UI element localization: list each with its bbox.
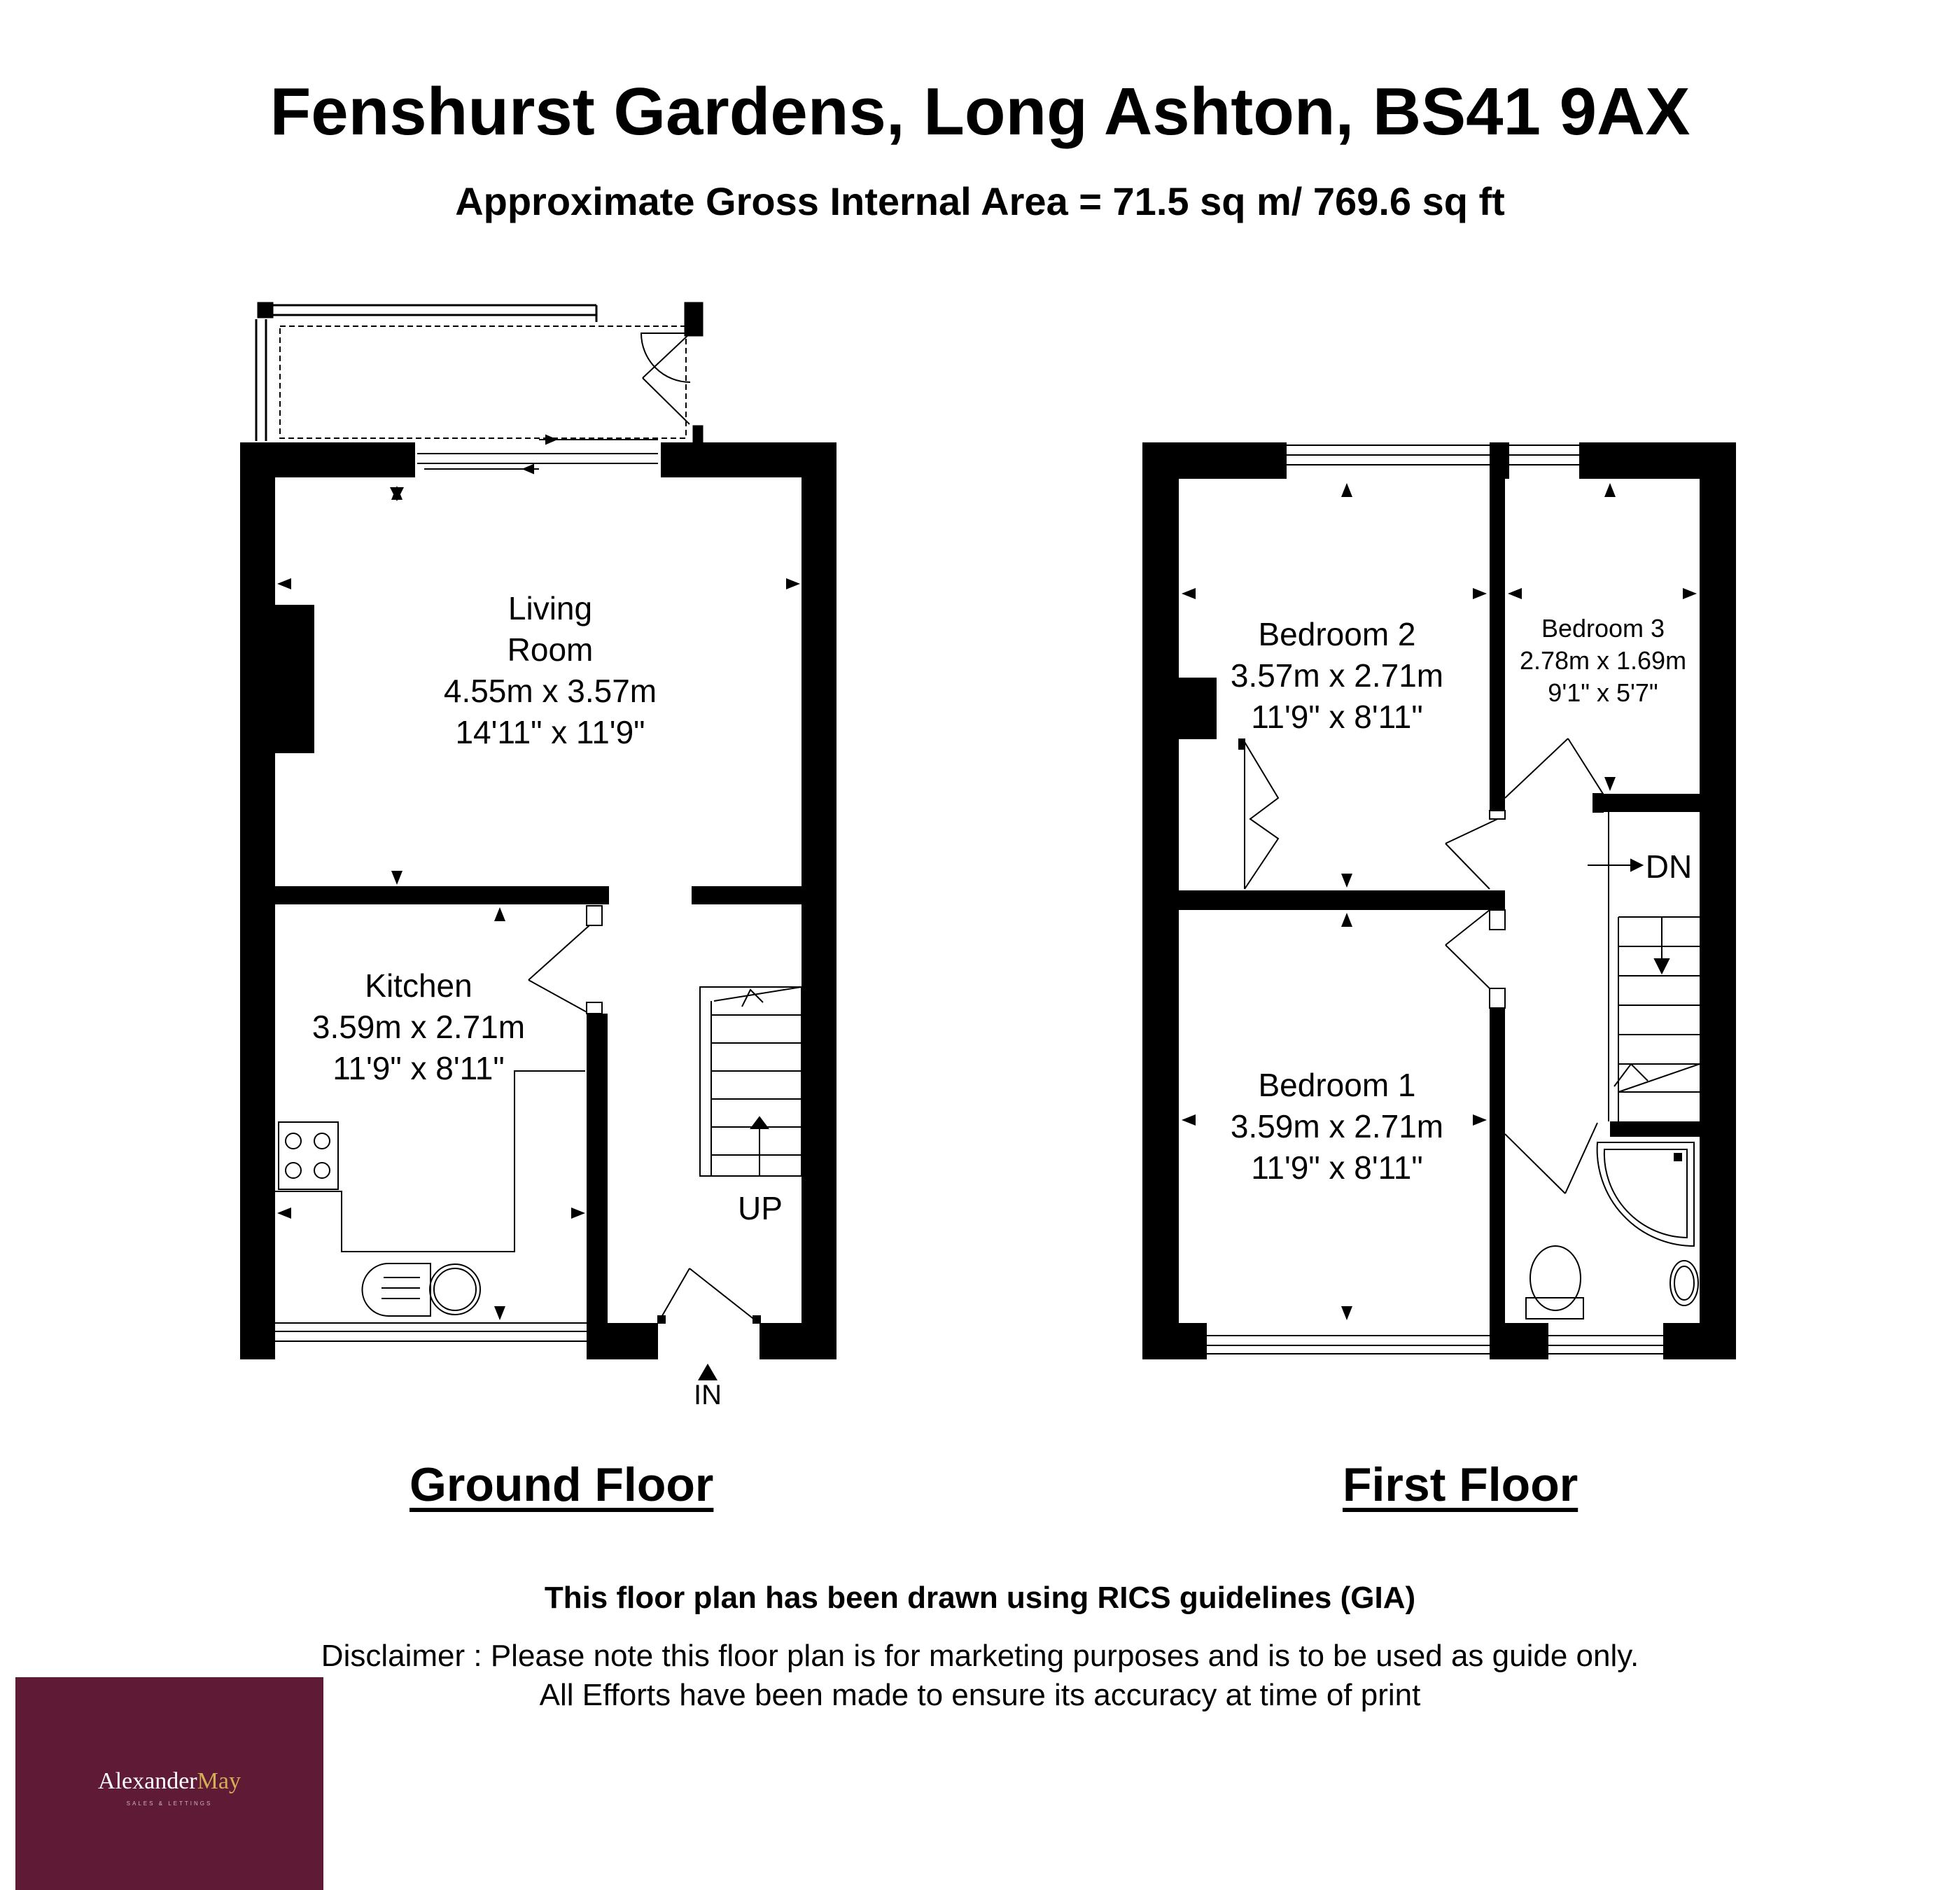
logo-text-main: Alexander	[98, 1768, 197, 1794]
stairs-down-label: DN	[1646, 848, 1692, 885]
bedroom3-name: Bedroom 3	[1541, 614, 1665, 643]
agency-logo: AlexanderMay SALES & LETTINGS	[15, 1677, 323, 1890]
gross-area-subtitle: Approximate Gross Internal Area = 71.5 s…	[455, 179, 1505, 223]
ground-floor-walls	[240, 442, 836, 1359]
disclaimer-line1: Disclaimer : Please note this floor plan…	[321, 1639, 1639, 1673]
ground-floor-doors	[528, 905, 761, 1324]
logo-wordmark: AlexanderMay	[15, 1768, 323, 1795]
first-floor-windows	[1207, 444, 1663, 1354]
living-room-imperial: 14'11" x 11'9"	[455, 714, 645, 750]
bedroom2-metric: 3.57m x 2.71m	[1231, 657, 1443, 694]
living-room-name-line2: Room	[507, 631, 594, 668]
kitchen-imperial: 11'9" x 8'11"	[332, 1050, 504, 1086]
bedroom1-imperial: 11'9" x 8'11"	[1251, 1149, 1422, 1186]
disclaimer: Disclaimer : Please note this floor plan…	[0, 1637, 1960, 1715]
ground-floor-windows	[275, 434, 658, 1342]
first-floor-walls	[1142, 442, 1736, 1359]
ground-floor-stairs	[699, 986, 802, 1177]
logo-tagline: SALES & LETTINGS	[126, 1800, 213, 1807]
bedroom2-name: Bedroom 2	[1258, 616, 1415, 652]
living-room-name-line1: Living	[508, 590, 592, 626]
porch-structure	[255, 302, 704, 443]
bedroom1-name: Bedroom 1	[1258, 1067, 1415, 1103]
rics-guidelines-note: This floor plan has been drawn using RIC…	[544, 1581, 1416, 1615]
first-floor-label: First Floor	[1343, 1458, 1578, 1511]
stairs-up-label: UP	[738, 1190, 783, 1226]
ground-floor-label: Ground Floor	[410, 1458, 714, 1511]
ground-floor-plan	[240, 302, 836, 1380]
bedroom3-metric: 2.78m x 1.69m	[1520, 646, 1686, 675]
disclaimer-line2: All Efforts have been made to ensure its…	[539, 1678, 1421, 1712]
kitchen-metric: 3.59m x 2.71m	[312, 1009, 525, 1045]
kitchen-fittings	[275, 1070, 585, 1317]
bedroom3-imperial: 9'1" x 5'7"	[1548, 678, 1658, 707]
first-floor-dimension-marks	[1182, 483, 1697, 1320]
bedroom2-imperial: 11'9" x 8'11"	[1251, 699, 1422, 735]
entrance-label: IN	[694, 1380, 722, 1410]
bedroom1-metric: 3.59m x 2.71m	[1231, 1108, 1443, 1144]
page-title: Fenshurst Gardens, Long Ashton, BS41 9AX	[270, 74, 1690, 149]
ground-floor-dimension-marks	[277, 486, 800, 1380]
first-floor-plan	[1142, 442, 1736, 1359]
logo-text-accent: May	[197, 1768, 241, 1794]
first-floor-doors	[1238, 738, 1604, 1194]
first-floor-stairs	[1588, 812, 1700, 1121]
kitchen-name: Kitchen	[365, 967, 472, 1004]
living-room-metric: 4.55m x 3.57m	[444, 673, 657, 709]
bathroom-fittings	[1525, 1142, 1699, 1320]
